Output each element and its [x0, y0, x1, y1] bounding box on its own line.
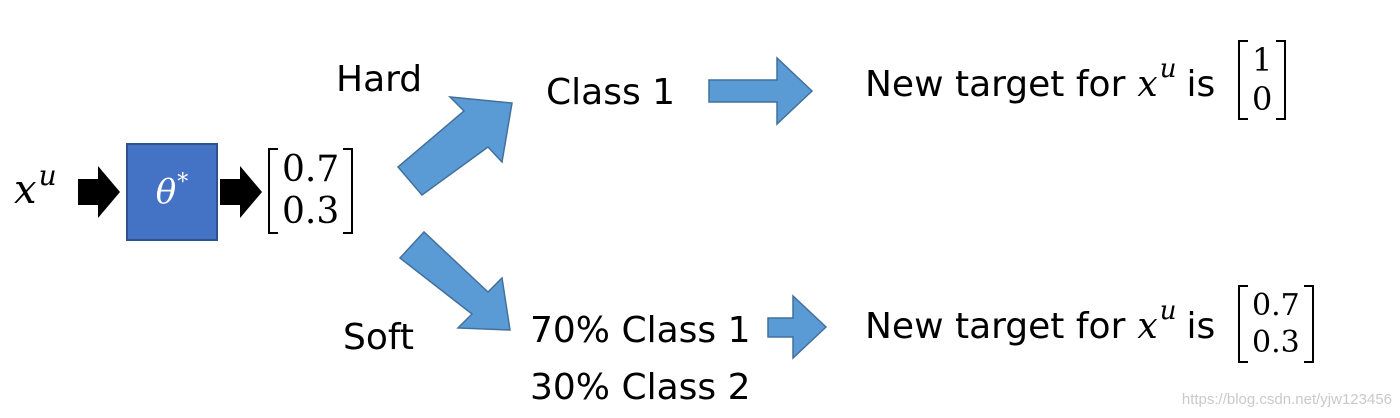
hard-target-prefix: New target for [865, 64, 1126, 105]
soft-target-prefix: New target for [865, 306, 1126, 347]
model-label: θ [155, 172, 177, 212]
watermark: https://blog.csdn.net/yjw123456 [1181, 391, 1392, 408]
soft-target-var: x [1137, 306, 1158, 347]
hard-target-sup: u [1159, 54, 1177, 84]
hard-label: Hard [336, 59, 423, 100]
model-box: θ* [126, 143, 218, 241]
soft-result-line-1: 70% Class 1 [530, 310, 751, 351]
model-output-arrow [220, 166, 262, 218]
soft-target-value-2: 0.3 [1252, 325, 1300, 360]
input-arrow [78, 166, 120, 218]
soft-right-bracket [1303, 285, 1314, 363]
input-var: x [14, 167, 37, 213]
hard-target-value-2: 0 [1252, 80, 1273, 118]
soft-target-vector: 0.7 0.3 [1238, 285, 1314, 363]
hard-left-bracket [1238, 40, 1248, 120]
input-variable: xu [14, 162, 57, 213]
soft-left-bracket [1238, 285, 1248, 363]
hard-right-bracket [1276, 40, 1287, 120]
left-bracket [268, 148, 278, 234]
soft-result-arrow [767, 294, 828, 360]
soft-label: Soft [343, 317, 415, 358]
hard-branch-arrow [396, 96, 513, 197]
prediction-value-2: 0.3 [282, 191, 340, 232]
soft-branch-arrow [398, 230, 511, 331]
soft-result-line-2: 30% Class 2 [530, 367, 751, 408]
soft-target-sup: u [1159, 296, 1177, 326]
model-star: * [177, 169, 189, 195]
right-bracket [343, 148, 354, 234]
hard-result: Class 1 [546, 72, 676, 113]
input-sup: u [38, 159, 57, 192]
hard-target-vector: 1 0 [1238, 40, 1287, 120]
hard-target-value-1: 1 [1252, 41, 1273, 79]
soft-target-value-1: 0.7 [1252, 288, 1300, 323]
soft-target-is: is [1186, 306, 1216, 347]
hard-target-var: x [1137, 64, 1158, 105]
hard-result-arrow [708, 56, 814, 126]
prediction-value-1: 0.7 [282, 149, 340, 190]
prediction-vector: 0.7 0.3 [268, 148, 354, 234]
hard-target-is: is [1186, 64, 1216, 105]
